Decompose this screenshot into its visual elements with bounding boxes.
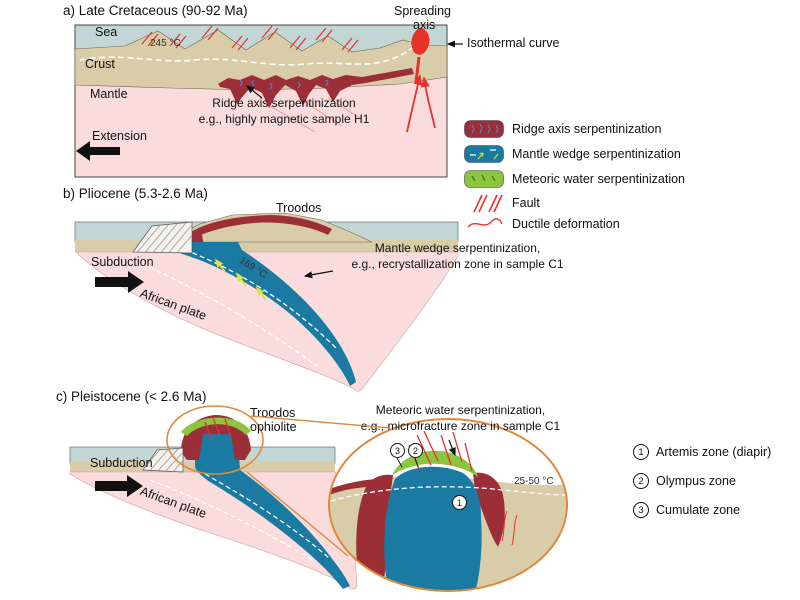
inset-faults bbox=[408, 430, 473, 472]
accretionary-hatch bbox=[143, 448, 183, 472]
zone-2-circle: 2 bbox=[633, 473, 649, 489]
troodos-land bbox=[164, 212, 373, 243]
legend-item-meteoric: Meteoric water serpentinization bbox=[464, 170, 685, 188]
meteoric-annotation: Meteoric water serpentinization, e.g., m… bbox=[333, 403, 588, 434]
legend-label-fault: Fault bbox=[512, 196, 540, 210]
zone-key-olympus: 2 Olympus zone bbox=[633, 473, 736, 489]
ridge-serpentinization-body bbox=[218, 68, 414, 108]
magnetite-marks bbox=[239, 79, 329, 90]
zone-key-artemis: 1 Artemis zone (diapir) bbox=[633, 444, 771, 460]
inset-ductile-marks bbox=[501, 510, 518, 546]
zone-3-label: Cumulate zone bbox=[656, 503, 741, 517]
extension-arrow bbox=[76, 141, 120, 161]
subduction-label-c: Subduction bbox=[90, 456, 153, 470]
legend-label-ridge: Ridge axis serpentinization bbox=[512, 122, 662, 136]
inset-isotherm bbox=[330, 486, 567, 502]
mantle-label: Mantle bbox=[90, 87, 128, 101]
subduction-arrow bbox=[95, 475, 143, 497]
legend-item-fault: Fault bbox=[464, 191, 540, 215]
panel-a-title: a) Late Cretaceous (90-92 Ma) bbox=[63, 3, 248, 18]
panel-b-title: b) Pliocene (5.3-2.6 Ma) bbox=[63, 186, 208, 201]
troodos-label: Troodos bbox=[276, 201, 322, 215]
legend-label-ductile: Ductile deformation bbox=[512, 217, 620, 231]
legend-swatch-meteoric-serpentinization bbox=[464, 170, 504, 188]
inset-marker-2: 2 bbox=[408, 443, 423, 458]
panel-c-inset bbox=[328, 418, 568, 592]
zone-1-label: Artemis zone (diapir) bbox=[656, 445, 772, 459]
legend-item-ductile: Ductile deformation bbox=[464, 215, 620, 233]
mantle-wedge-annotation: Mantle wedge serpentinization, e.g., rec… bbox=[325, 241, 590, 272]
fluid-arrows bbox=[214, 258, 267, 301]
ridge-annotation-line1: Ridge axis serpentinization bbox=[212, 96, 356, 110]
legend-label-meteoric: Meteoric water serpentinization bbox=[512, 172, 685, 186]
extension-label: Extension bbox=[92, 129, 147, 143]
meteoric-annotation-line2: e.g., microfracture zone in sample C1 bbox=[360, 418, 561, 433]
ophiolite-remnant bbox=[188, 215, 332, 238]
inset-marker-3: 3 bbox=[390, 443, 405, 458]
mantle-wedge-serpentinite bbox=[174, 242, 356, 386]
zoom-source-circle bbox=[166, 405, 264, 475]
crust-label: Crust bbox=[85, 57, 115, 71]
zone-2-label: Olympus zone bbox=[656, 474, 736, 488]
accretionary-wedge bbox=[132, 221, 193, 254]
spreading-axis-label-line2: axis bbox=[413, 18, 436, 32]
spreading-axis-label-line1: Spreading bbox=[394, 4, 451, 18]
isothermal-curve-label: Isothermal curve bbox=[467, 36, 560, 50]
inset-diapir bbox=[384, 466, 482, 591]
meteoric-annotation-line1: Meteoric water serpentinization, bbox=[375, 403, 546, 417]
legend-swatch-mantle-wedge-serpentinization bbox=[464, 145, 504, 163]
legend-item-ridge: Ridge axis serpentinization bbox=[464, 120, 661, 138]
spreading-axis-magma bbox=[411, 27, 430, 55]
temperature-25-50-label: 25-50 °C bbox=[514, 476, 554, 487]
inset-ridge-serp-right bbox=[473, 472, 505, 547]
subduction-arrow bbox=[95, 271, 144, 293]
zone-key-cumulate: 3 Cumulate zone bbox=[633, 502, 740, 518]
panel-a-diagram bbox=[74, 24, 448, 178]
fault-marks bbox=[204, 417, 232, 441]
temperature-245-label: 245 °C bbox=[150, 38, 181, 49]
zone-1-circle: 1 bbox=[633, 444, 649, 460]
inset-marker-1: 1 bbox=[452, 495, 467, 510]
mantle-slab bbox=[77, 251, 459, 392]
legend-swatch-ridge-serpentinization bbox=[464, 120, 504, 138]
magma-upwelling-arrows bbox=[406, 74, 436, 133]
slab-dashed-line-2 bbox=[204, 473, 330, 559]
wedge-annotation-line2: e.g., recrystallization zone in sample C… bbox=[351, 256, 564, 271]
isotherm-curve bbox=[79, 43, 417, 66]
ridge-serpentinization-annotation: Ridge axis serpentinization e.g., highly… bbox=[168, 96, 400, 127]
troodos-ophiolite-label-line1: Troodos bbox=[250, 406, 296, 420]
slab-dashed-line-2 bbox=[141, 263, 318, 367]
panel-c-title: c) Pleistocene (< 2.6 Ma) bbox=[56, 389, 207, 404]
panel-b-diagram bbox=[74, 212, 459, 392]
subduction-label-b: Subduction bbox=[91, 255, 154, 269]
legend-label-wedge: Mantle wedge serpentinization bbox=[512, 147, 681, 161]
legend-symbol-fault bbox=[473, 194, 503, 213]
wedge-annotation-line1: Mantle wedge serpentinization, bbox=[374, 241, 541, 255]
accretionary-wedge bbox=[142, 447, 184, 473]
zone-3-circle: 3 bbox=[633, 502, 649, 518]
legend-item-wedge: Mantle wedge serpentinization bbox=[464, 145, 681, 163]
troodos-ophiolite-label-line2: ophiolite bbox=[250, 420, 297, 434]
meteoric-zone-cap bbox=[181, 417, 251, 436]
legend-symbol-ductile-deformation bbox=[467, 218, 503, 228]
fault-marks bbox=[141, 25, 359, 53]
sea-label: Sea bbox=[95, 25, 118, 39]
ridge-annotation-line2: e.g., highly magnetic sample H1 bbox=[198, 111, 370, 126]
inset-ridge-serp-left bbox=[356, 474, 393, 587]
ophiolite-serpentinite-core bbox=[199, 434, 235, 460]
